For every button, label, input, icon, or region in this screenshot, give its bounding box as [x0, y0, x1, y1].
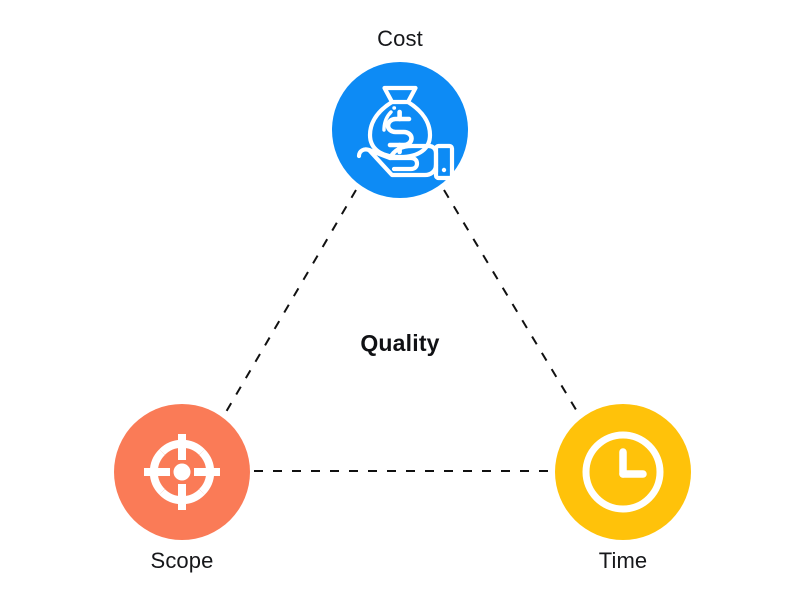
- center-label-quality: Quality: [360, 330, 440, 356]
- crosshair-target-icon: [144, 434, 220, 510]
- crosshair-center-dot: [173, 463, 191, 481]
- clock-icon: [582, 431, 664, 513]
- node-scope[interactable]: Scope: [114, 404, 250, 573]
- node-cost[interactable]: Cost: [332, 26, 468, 198]
- node-time-label: Time: [598, 548, 648, 573]
- money-bag-on-hand-icon: [356, 85, 455, 181]
- node-time[interactable]: Time: [555, 404, 691, 573]
- node-cost-label: Cost: [377, 26, 423, 51]
- node-scope-label: Scope: [150, 548, 214, 573]
- edge-cost-scope: [225, 189, 357, 413]
- edge-cost-time: [443, 189, 579, 414]
